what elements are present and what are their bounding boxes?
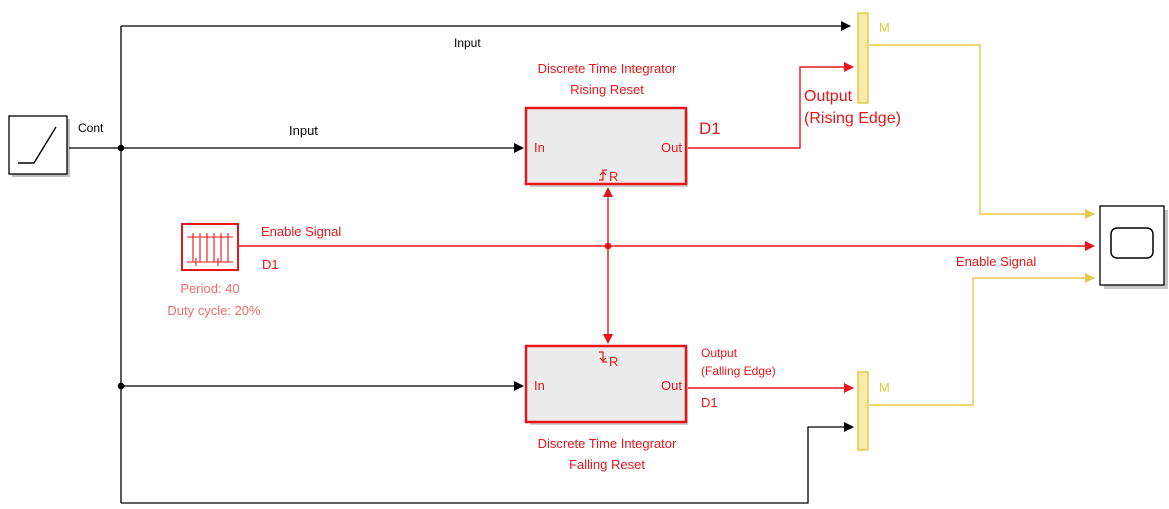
branch-point <box>117 144 125 152</box>
mux-top-label: M <box>879 20 890 35</box>
pulse-period-label: Period: 40 <box>180 281 239 296</box>
rising-port-in: In <box>534 140 545 155</box>
branch-point <box>117 382 125 390</box>
enable-signal-lines[interactable] <box>238 62 1095 393</box>
output-falling-label-line2: (Falling Edge) <box>701 364 776 378</box>
rising-reset-port: R <box>609 169 618 184</box>
input-to-mux-bottom-line[interactable] <box>121 422 854 504</box>
input-signal-lines[interactable] <box>69 21 854 504</box>
mux-bottom-to-scope-line[interactable] <box>869 273 1095 406</box>
falling-title-line1: Discrete Time Integrator <box>538 436 677 451</box>
output-falling-rate: D1 <box>701 395 718 410</box>
mux-top-to-scope-line[interactable] <box>869 44 1095 219</box>
pulse-train-icon <box>187 233 233 266</box>
pulse-sample-time: D1 <box>262 257 279 272</box>
branch-point <box>604 242 612 250</box>
rising-title-line2: Rising Reset <box>570 82 644 97</box>
output-rising-label-line2: (Rising Edge) <box>804 110 901 127</box>
ramp-icon <box>18 126 57 164</box>
rising-output-line[interactable] <box>688 62 854 149</box>
rising-sample-time: D1 <box>699 119 721 138</box>
scope-icon <box>1110 227 1154 259</box>
mux-top-block[interactable] <box>857 12 869 104</box>
mux-bottom-block[interactable] <box>857 371 869 451</box>
scope-block[interactable] <box>1099 205 1168 289</box>
integrator-rising-block[interactable] <box>524 106 688 187</box>
mux-bottom-label: M <box>879 380 890 395</box>
falling-edge-icon <box>599 351 607 363</box>
output-rising-label-line1: Output <box>804 88 853 105</box>
rising-title-line1: Discrete Time Integrator <box>538 61 677 76</box>
pulse-generator-block[interactable] <box>181 223 239 271</box>
output-falling-label-line1: Output <box>701 346 738 360</box>
input-top-label: Input <box>454 36 481 50</box>
ramp-label: Cont <box>78 121 104 135</box>
enable-signal-right-label: Enable Signal <box>956 254 1036 269</box>
rising-edge-icon <box>599 169 607 181</box>
mux-output-lines[interactable] <box>869 44 1095 406</box>
falling-port-out: Out <box>661 378 682 393</box>
enable-signal-left-label: Enable Signal <box>261 224 341 239</box>
integrator-falling-block[interactable] <box>524 344 688 425</box>
input-mid-label: Input <box>289 123 318 138</box>
pulse-duty-cycle-label: Duty cycle: 20% <box>167 303 261 318</box>
falling-port-in: In <box>534 378 545 393</box>
rising-port-out: Out <box>661 140 682 155</box>
falling-reset-port: R <box>609 354 618 369</box>
ramp-block[interactable] <box>8 115 70 177</box>
falling-title-line2: Falling Reset <box>569 457 645 472</box>
